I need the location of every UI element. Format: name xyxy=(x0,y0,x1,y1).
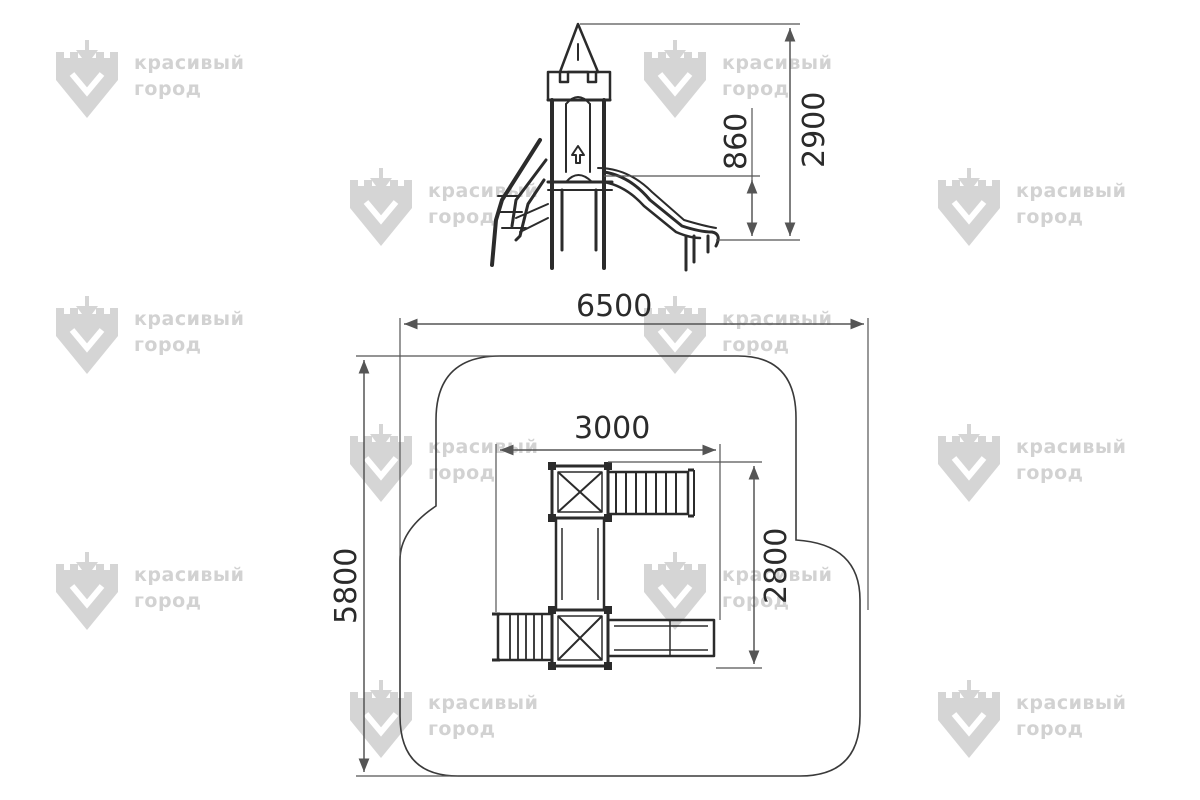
watermark-line1: красивый xyxy=(134,52,245,74)
castle-logo-icon xyxy=(938,680,1000,758)
watermark-line2: город xyxy=(1016,462,1084,484)
watermark-line2: город xyxy=(134,590,202,612)
castle-logo-icon xyxy=(350,168,412,246)
watermark-line1: красивый xyxy=(428,692,539,714)
dim-label-860: 860 xyxy=(719,113,754,170)
side-view-dimensions xyxy=(580,23,800,241)
watermark: красивый город xyxy=(52,552,262,642)
watermark-line2: город xyxy=(134,334,202,356)
watermark-line2: город xyxy=(428,206,496,228)
watermark-line1: красивый xyxy=(134,564,245,586)
castle-logo-icon xyxy=(56,296,118,374)
watermark-line2: город xyxy=(722,78,790,100)
ladder-top xyxy=(606,470,690,516)
safety-zone-outline xyxy=(399,355,861,777)
bridge xyxy=(554,516,606,612)
watermark-line2: город xyxy=(428,462,496,484)
castle-logo-icon xyxy=(56,40,118,118)
watermark-line1: красивый xyxy=(1016,436,1127,458)
castle-logo-icon xyxy=(56,552,118,630)
castle-logo-icon xyxy=(938,424,1000,502)
dim-label-5800: 5800 xyxy=(329,548,364,624)
watermark: красивый город xyxy=(52,40,262,130)
watermark-line2: город xyxy=(428,718,496,740)
watermark-line2: город xyxy=(134,78,202,100)
castle-logo-icon xyxy=(644,552,706,630)
watermark-line1: красивый xyxy=(1016,180,1127,202)
slide-plan xyxy=(606,618,716,658)
dim-label-3000: 3000 xyxy=(574,411,650,446)
emblem-icon xyxy=(571,145,585,164)
watermark-line1: красивый xyxy=(134,308,245,330)
plan-dimensions xyxy=(356,318,869,777)
watermark: красивый город xyxy=(934,424,1144,514)
watermark: красивый город xyxy=(934,680,1144,770)
watermark-line2: город xyxy=(722,334,790,356)
tower-battlements xyxy=(546,70,612,102)
watermark-line1: красивый xyxy=(1016,692,1127,714)
side-view xyxy=(490,22,720,272)
plan-structure xyxy=(492,462,716,670)
dim-label-2900: 2900 xyxy=(797,92,832,168)
ladder-left xyxy=(496,612,554,662)
watermark: красивый город xyxy=(52,296,262,386)
watermark-line2: город xyxy=(1016,718,1084,740)
watermark-line1: красивый xyxy=(722,52,833,74)
dim-label-6500: 6500 xyxy=(576,289,652,324)
watermark-line2: город xyxy=(1016,206,1084,228)
dim-label-2800: 2800 xyxy=(759,528,794,604)
castle-logo-icon xyxy=(644,296,706,374)
watermark: красивый город xyxy=(934,168,1144,258)
watermark: красивый город xyxy=(640,40,850,130)
castle-logo-icon xyxy=(644,40,706,118)
slide-chute xyxy=(602,170,720,248)
castle-logo-icon xyxy=(938,168,1000,246)
ladder-rail xyxy=(490,138,542,267)
